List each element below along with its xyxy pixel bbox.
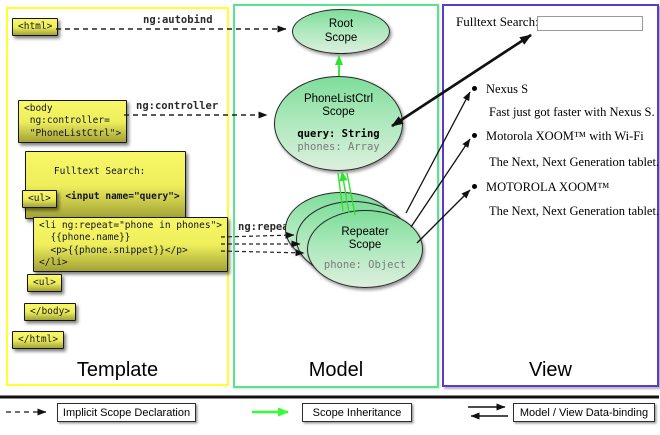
view-search-label: Fulltext Search: (456, 14, 539, 29)
phonelistctrl-scope-ellipse: PhoneListCtrl Scope query: String phones… (274, 76, 403, 171)
legend-scope-inheritance-box: Scope Inheritance (302, 403, 412, 422)
fulltext-search-input[interactable] (537, 16, 643, 31)
code-fulltext-label: Fulltext Search: (53, 166, 146, 178)
prop-phones: phones: Array (297, 141, 380, 154)
code-ul-close: <ul> (27, 274, 62, 293)
bullet-icon (472, 86, 477, 91)
view-panel-label: View (529, 359, 572, 381)
legend-implicit-scope-box: Implicit Scope Declaration (57, 403, 196, 422)
code-html-open: <html> (12, 18, 59, 37)
bullet-icon (472, 133, 477, 138)
legend-data-binding-box: Model / View Data-binding (513, 403, 655, 422)
view-item-title: Nexus S (472, 82, 528, 97)
phonelistctrl-scope-title: PhoneListCtrl Scope (303, 92, 374, 118)
view-item-title: Motorola XOOM™ with Wi-Fi (472, 129, 644, 144)
ng-autobind-label: ng:autobind (143, 14, 213, 26)
code-li-repeat: <li ng:repeat="phone in phones"> {{phone… (33, 217, 229, 273)
root-scope-title: Root Scope (324, 18, 358, 44)
view-item-snippet: The Next, Next Generation tablet. (489, 155, 660, 169)
root-scope-ellipse: Root Scope (292, 9, 390, 54)
view-panel (442, 4, 659, 387)
prop-phone: phone: Object (323, 258, 407, 271)
repeater-scope-title: Repeater Scope (341, 226, 389, 252)
prop-query: query: String (297, 128, 380, 141)
template-panel-label: Template (76, 359, 159, 381)
view-item-snippet: Fast just got faster with Nexus S. (489, 105, 655, 119)
view-item-title: MOTOROLA XOOM™ (472, 180, 610, 195)
model-panel-label: Model (308, 359, 364, 381)
ng-repeat-label: ng:repeat (238, 221, 295, 233)
view-item-snippet: The Next, Next Generation tablet. (489, 204, 660, 218)
bullet-icon (472, 184, 477, 189)
code-fulltext-search: Fulltext Search: <input name="query"> (25, 151, 186, 219)
code-body-open: <body ng:controller= "PhoneListCtrl"> (18, 100, 128, 144)
code-input-tag: <input name="query"> (53, 191, 180, 203)
ng-controller-label: ng:controller (136, 100, 219, 112)
code-ul-open: <ul> (22, 190, 57, 209)
repeater-scope-ellipse-front: Repeater Scope phone: Object (307, 210, 423, 288)
code-html-close: </html> (12, 331, 65, 350)
code-body-close: </body> (24, 303, 77, 322)
